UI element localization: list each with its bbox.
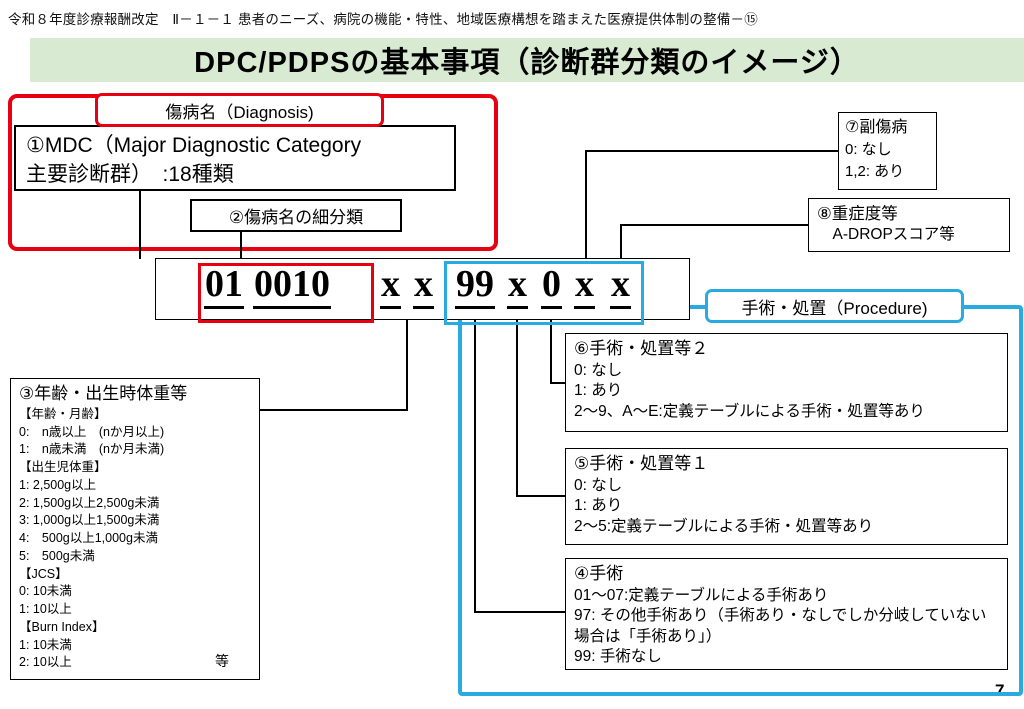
connector-mdc-to-code [139,191,141,259]
code-segment-age2: x [413,263,434,309]
code-segment-procedure1: x [507,263,528,309]
code-segment-surgery: 99 [455,263,495,309]
age-box-etc: 等 [215,653,229,669]
severity-box-title: ⑧重症度等 [817,205,898,223]
page-number: 7 [995,681,1005,700]
connector-comorbidity-vertical [585,150,587,258]
procedure-code-highlight [444,261,644,325]
connector-age-horizontal [260,409,408,411]
procedure1-box-body: 0: なし 1: あり 2〜5:定義テーブルによる手術・処置等あり [574,476,874,535]
code-segment-comorbidity: x [574,263,595,309]
connector-surgery-horizontal [474,611,565,613]
code-segment-severity: x [610,263,631,309]
surgery-box: ④手術 01〜07:定義テーブルによる手術あり 97: その他手術あり（手術あり… [565,558,1008,670]
connector-severity-vertical [620,224,622,258]
document-header: 令和８年度診療報酬改定 Ⅱ－１－１ 患者のニーズ、病院の機能・特性、地域医療構想… [8,12,758,27]
connector-subdiv-to-code [240,232,242,259]
comorbidity-box-body: 0: なし 1,2: あり [845,140,905,181]
connector-severity-horizontal [620,224,808,226]
connector-procedure2-vertical [550,320,552,384]
code-segment-procedure2: 0 [541,263,562,309]
code-segment-subdivision: 0010 [253,263,331,309]
title-bar: DPC/PDPSの基本事項（診断群分類のイメージ） [30,38,1024,82]
connector-comorbidity-horizontal [585,150,838,152]
procedure2-box-body: 0: なし 1: あり 2〜9、A〜E:定義テーブルによる手術・処置等あり [574,361,925,420]
dpc-code-box [155,258,690,320]
connector-procedure1-horizontal [516,495,565,497]
connector-surgery-vertical [474,320,476,613]
comorbidity-box-title: ⑦副傷病 [845,119,908,136]
procedure1-box-title: ⑤手術・処置等１ [574,454,709,473]
comorbidity-box: ⑦副傷病 0: なし 1,2: あり [838,112,937,190]
procedure2-box: ⑥手術・処置等２ 0: なし 1: あり 2〜9、A〜E:定義テーブルによる手術… [565,333,1008,432]
subdivision-box: ②傷病名の細分類 [190,199,402,232]
surgery-box-body: 01〜07:定義テーブルによる手術あり 97: その他手術あり（手術あり・なしで… [574,586,987,666]
severity-box: ⑧重症度等 A-DROPスコア等 [808,198,1010,252]
age-box-title: ③年齢・出生時体重等 [19,384,188,403]
procedure2-box-title: ⑥手術・処置等２ [574,339,709,358]
age-box-body: 【年齢・月齢】 0: n歳以上 (nか月以上) 1: n歳未満 (nか月未満) … [19,406,165,670]
code-segment-age1: x [380,263,401,309]
surgery-box-title: ④手術 [574,564,624,583]
age-birthweight-box: ③年齢・出生時体重等 【年齢・月齢】 0: n歳以上 (nか月以上) 1: n歳… [10,378,260,680]
procedure-label: 手術・処置（Procedure) [705,289,964,323]
code-segment-mdc: 01 [204,263,244,309]
connector-procedure2-horizontal [550,382,565,384]
diagnosis-label: 傷病名（Diagnosis) [95,93,384,127]
page-title: DPC/PDPSの基本事項（診断群分類のイメージ） [194,47,860,79]
mdc-box: ①MDC（Major Diagnostic Category 主要診断群） :1… [14,125,456,191]
procedure1-box: ⑤手術・処置等１ 0: なし 1: あり 2〜5:定義テーブルによる手術・処置等… [565,448,1008,545]
severity-box-body: A-DROPスコア等 [817,226,955,244]
mdc-code-highlight [198,263,374,323]
connector-procedure1-vertical [516,320,518,497]
connector-age-vertical [406,320,408,411]
